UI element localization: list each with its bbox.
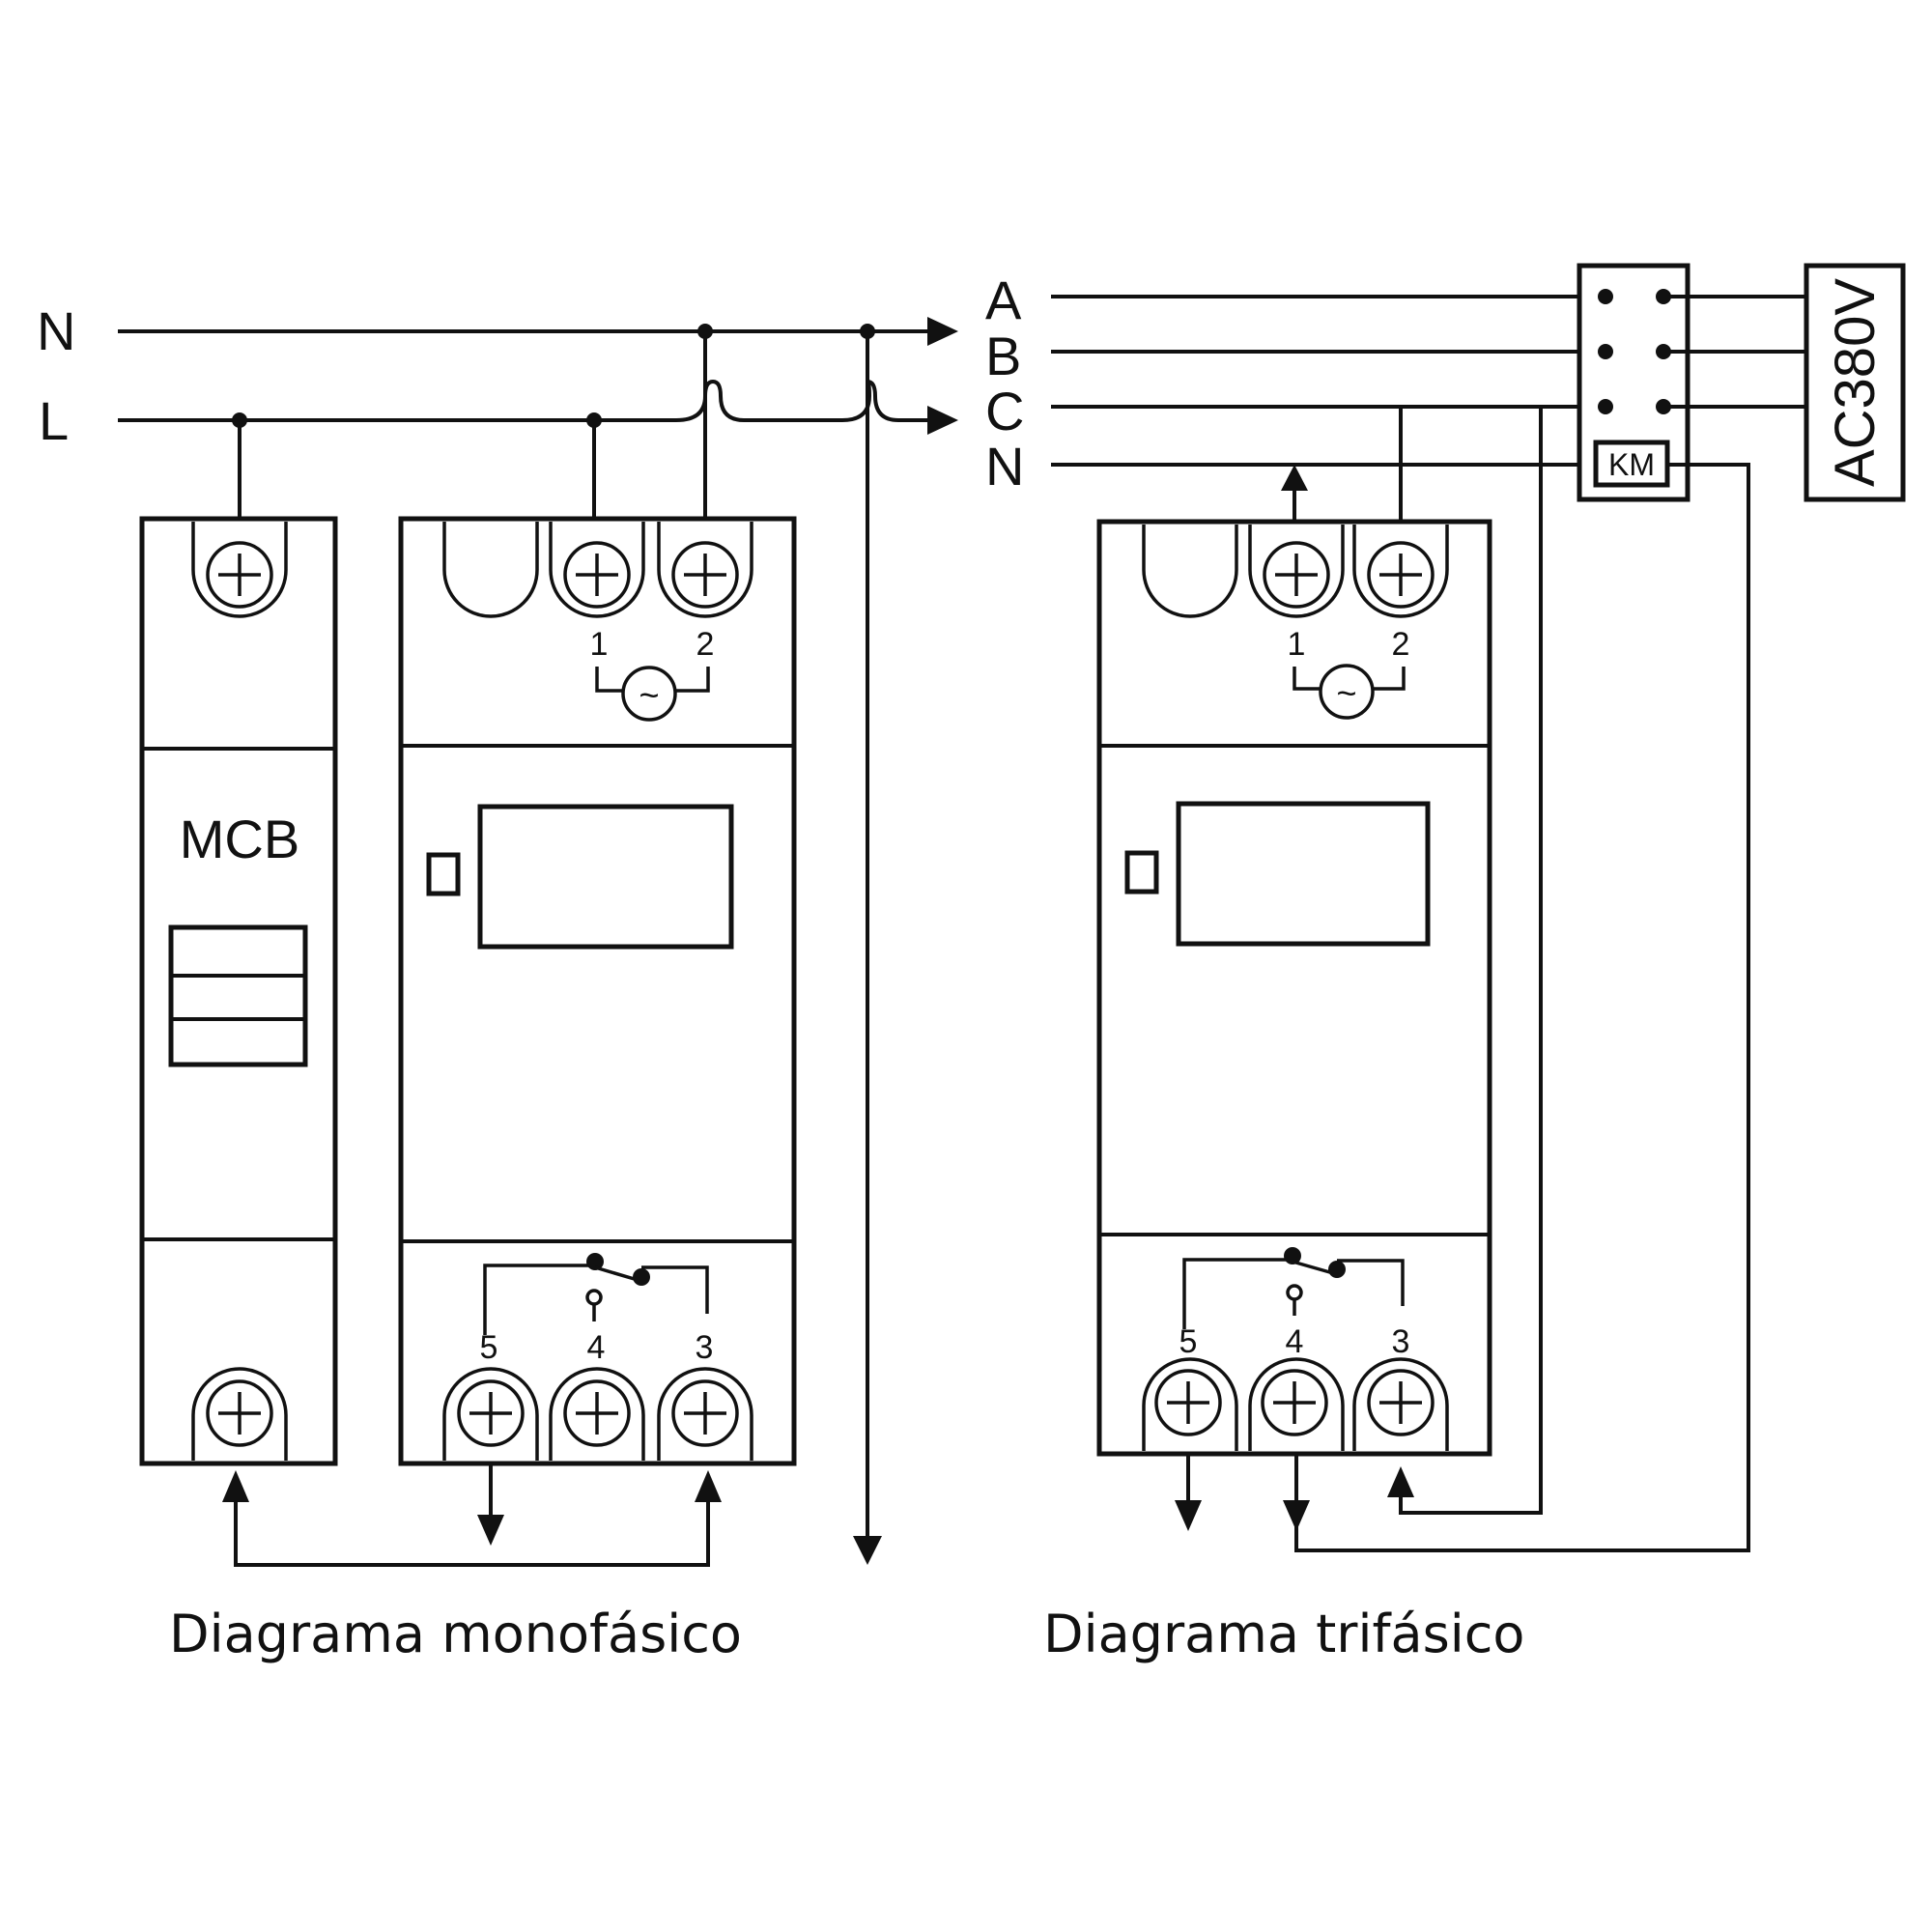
indicator-led-3p [1124, 850, 1159, 895]
contactor-label: KM [1608, 447, 1655, 482]
contactor-km: KM [1577, 263, 1690, 502]
terminal-3-label: 3 [696, 1329, 714, 1366]
svg-text:~: ~ [1336, 673, 1356, 713]
load-ac380v: AC380V [1804, 263, 1906, 502]
mcb-toggle [168, 924, 308, 1067]
terminal-2-label: 2 [696, 626, 715, 663]
caption-three-phase: Diagrama trifásico [1043, 1604, 1524, 1664]
bus-label-n3: N [985, 436, 1024, 497]
terminal-4-label: 4 [587, 1329, 606, 1366]
bus-label-c: C [985, 381, 1024, 441]
bus-label-a: A [985, 270, 1022, 330]
bus-label-l: L [39, 390, 69, 451]
three-phase-diagram: A B C N KM AC380V [985, 263, 1906, 1664]
svg-text:~: ~ [639, 675, 659, 715]
timer-module-three: 1 2 ~ 5 4 3 [1096, 519, 1492, 1457]
load-label: AC380V [1824, 278, 1887, 487]
terminal-1-label: 1 [590, 626, 609, 663]
neutral-down-arrow-icon [853, 1536, 882, 1565]
terminal-5-label: 5 [480, 1329, 498, 1366]
terminal-3-label-3p: 3 [1392, 1323, 1410, 1360]
line-bus-arrow-icon [927, 406, 958, 435]
terminal-4-label-3p: 4 [1286, 1323, 1304, 1360]
indicator-led [426, 852, 461, 896]
ac-source-icon [621, 666, 677, 722]
caption-single-phase: Diagrama monofásico [169, 1604, 742, 1664]
terminal-1-label-3p: 1 [1288, 626, 1306, 663]
timer-module-single: 1 2 ~ 5 4 3 [398, 516, 797, 1466]
terminal-2-label-3p: 2 [1392, 626, 1410, 663]
display-window [477, 804, 734, 950]
bus-label-b: B [985, 326, 1021, 386]
single-phase-diagram: N L MCB [37, 300, 958, 1664]
display-window-3p [1176, 801, 1431, 947]
neutral-bus-arrow-icon [927, 317, 958, 346]
ac-source-icon-3p [1319, 664, 1375, 720]
mcb-breaker: MCB [139, 516, 338, 1466]
mcb-label: MCB [180, 809, 299, 869]
bus-label-n: N [37, 300, 75, 361]
terminal-5-label-3p: 5 [1179, 1323, 1198, 1360]
